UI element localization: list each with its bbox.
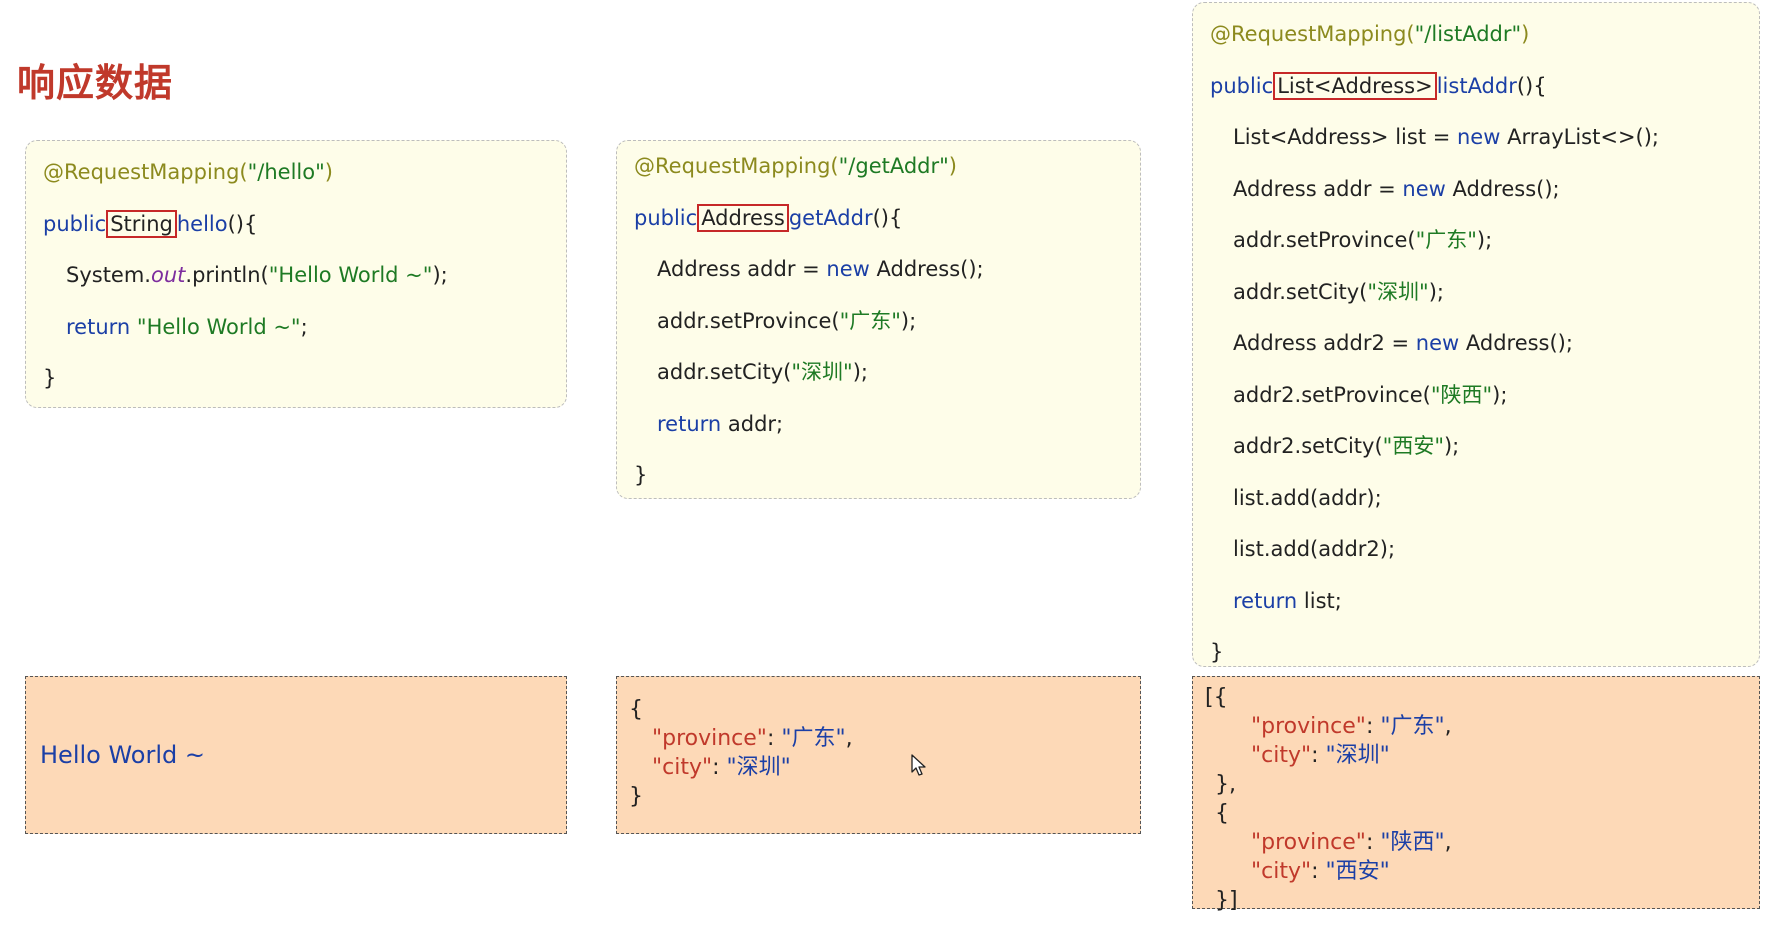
code-line-return: return "Hello World ~"; (66, 314, 308, 339)
json-city-1: "city": "深圳" (1251, 743, 1390, 768)
code-line-new-address: Address addr = new Address(); (1233, 176, 1560, 201)
json-separator-close: }, (1215, 772, 1236, 797)
mouse-cursor-icon (911, 754, 926, 776)
code-line-annotation: @RequestMapping("/getAddr") (634, 154, 957, 178)
return-type-highlight: Address (697, 203, 789, 232)
code-line-set-province2: addr2.setProvince("陕西"); (1233, 382, 1508, 407)
code-line-println: System.out.println("Hello World ~"); (66, 263, 448, 287)
json-province-1: "province": "广东", (1251, 714, 1452, 739)
code-line-set-city: addr.setCity("深圳"); (1233, 279, 1444, 304)
code-line-set-province: addr.setProvince("广东"); (1233, 228, 1493, 252)
code-line-close: } (43, 366, 57, 390)
code-line-set-city: addr.setCity("深圳"); (657, 360, 868, 384)
code-line-new-address2: Address addr2 = new Address(); (1233, 331, 1573, 355)
json-province: "province": "广东", (652, 726, 853, 751)
code-line-set-city2: addr2.setCity("西安"); (1233, 434, 1460, 458)
code-line-close: } (1210, 640, 1224, 664)
json-open: [{ (1205, 685, 1228, 710)
json-separator-open: { (1215, 801, 1229, 826)
response-box-hello: Hello World ~ (25, 676, 567, 834)
code-line-set-province: addr.setProvince("广东"); (657, 308, 917, 333)
code-line-list-add2: list.add(addr2); (1233, 537, 1396, 561)
code-line-return: return addr; (657, 411, 784, 436)
code-line-new-list: List<Address> list = new ArrayList<>(); (1233, 125, 1660, 149)
code-line-return: return list; (1233, 588, 1342, 613)
response-box-listaddr: [{ "province": "广东", "city": "深圳" }, { "… (1192, 676, 1760, 913)
code-line-close: } (634, 463, 648, 487)
return-type-highlight: List<Address> (1273, 71, 1437, 100)
slide-title: 响应数据 (17, 61, 174, 105)
json-city-2: "city": "西安" (1251, 859, 1390, 884)
code-line-annotation: @RequestMapping("/listAddr") (1210, 22, 1530, 46)
code-line-new-address: Address addr = new Address(); (657, 257, 984, 281)
json-close: }] (1215, 888, 1238, 913)
json-city: "city": "深圳" (652, 755, 791, 780)
response-text: Hello World ~ (40, 741, 205, 769)
response-box-getaddr: { "province": "广东", "city": "深圳" } (616, 676, 1141, 834)
code-line-annotation: @RequestMapping("/hello") (43, 160, 333, 184)
json-province-2: "province": "陕西", (1251, 830, 1452, 855)
json-close: } (629, 784, 643, 809)
return-type-highlight: String (106, 209, 177, 238)
code-line-list-add: list.add(addr); (1233, 485, 1382, 510)
json-open: { (629, 697, 643, 722)
